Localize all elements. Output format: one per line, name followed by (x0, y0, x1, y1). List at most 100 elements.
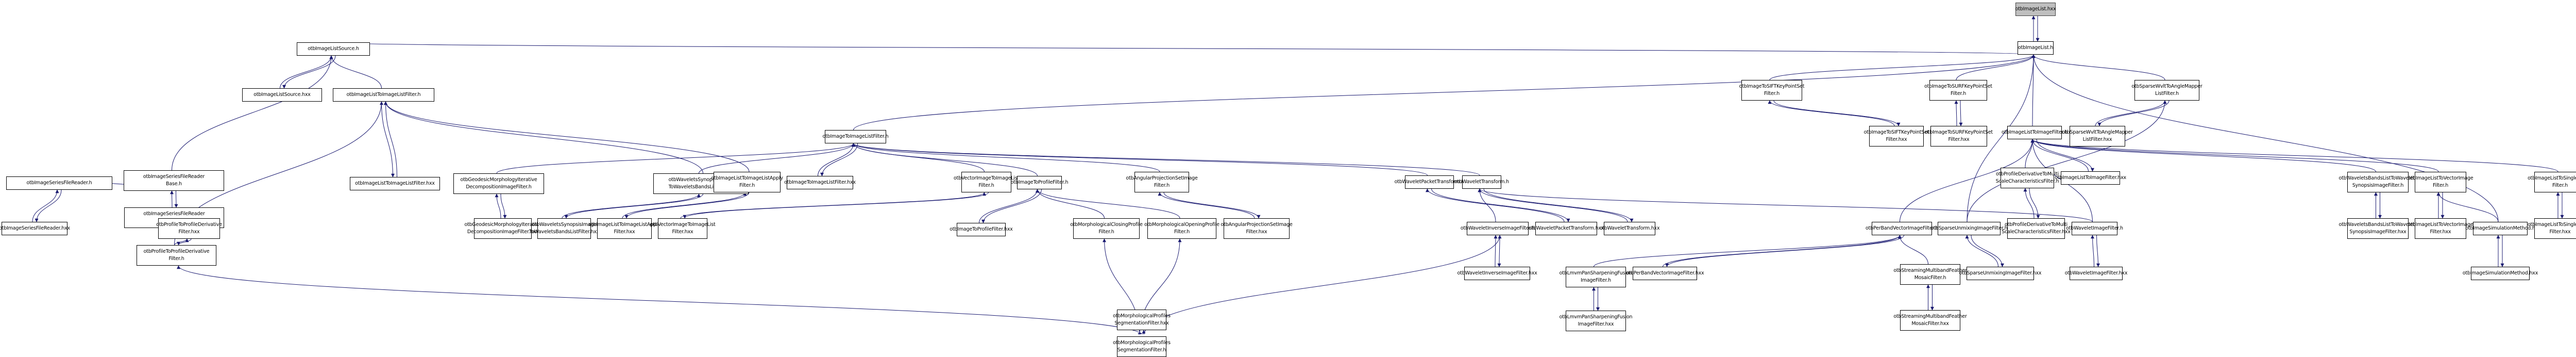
file-node[interactable]: otbImageToProfileFilter.h (1011, 176, 1068, 189)
file-node[interactable]: otbImageListToImageListFilter.h (333, 88, 434, 102)
file-node[interactable]: otbImageSeriesFileReader.hxx (0, 222, 70, 235)
include-edge (1898, 235, 1928, 265)
include-edge (384, 101, 397, 177)
file-node[interactable]: otbStreamingMultibandFeather MosaicFilte… (1893, 264, 1967, 285)
include-edge (177, 265, 1143, 334)
include-edge (2023, 188, 2035, 219)
file-node[interactable]: otbPerBandVectorImageFilter.hxx (1626, 267, 1704, 280)
file-node[interactable]: otbGeodesicMorphologyIterative Decomposi… (464, 218, 541, 239)
include-edge (496, 143, 855, 174)
include-edge (979, 189, 1039, 223)
file-node[interactable]: otbImageListToSingleImage Filter.hxx (2528, 218, 2576, 239)
file-node[interactable]: otbWaveletPacketTransform.h (1395, 175, 1465, 189)
include-edge (2436, 192, 2499, 222)
include-edge (2030, 139, 2089, 172)
include-edge (282, 55, 336, 89)
file-node[interactable]: otbVectorImageToImageList Filter.hxx (650, 218, 716, 239)
file-node[interactable]: otbImageListToImageListApply Filter.hxx (588, 218, 660, 239)
file-node[interactable]: otbGeodesicMorphologyIterative Decomposi… (453, 173, 544, 194)
file-node[interactable]: otbWaveletTransform.hxx (1600, 222, 1660, 235)
file-node[interactable]: otbLmvmPanSharpeningFusion ImageFilter.h… (1560, 311, 1633, 331)
file-node[interactable]: otbImageListSource.hxx (242, 88, 322, 102)
file-node[interactable]: otbImageListSource.h (297, 42, 370, 56)
file-node[interactable]: otbMorphologicalProfiles SegmentationFil… (1113, 336, 1171, 357)
file-node[interactable]: otbImageListToImageFilter.h (2002, 126, 2067, 139)
file-node[interactable]: otbSparseWvltToAngleMapper ListFilter.hx… (2062, 126, 2133, 147)
file-node[interactable]: otbWaveletImageFilter.hxx (2065, 267, 2127, 280)
include-edge (1483, 188, 1634, 222)
file-node[interactable]: otbImageListToSingleImage Filter.h (2528, 172, 2576, 192)
include-edge (2029, 188, 2040, 219)
file-node[interactable]: otbPerBandVectorImageFilter.h (1866, 222, 1938, 235)
include-edge (2031, 54, 2499, 222)
file-node[interactable]: otbWaveletsBandsListToWavelets SynopsisI… (2339, 172, 2417, 192)
include-edge (1036, 189, 1180, 219)
include-edge (2030, 139, 2376, 172)
file-node[interactable]: otbImageToImageListFilter.hxx (784, 176, 856, 189)
file-node[interactable]: otbWaveletsBandsListToWavelets SynopsisI… (2339, 218, 2417, 239)
root-file-node[interactable]: otbImageList.hxx (2015, 3, 2056, 16)
file-node[interactable]: otbWaveletInverseImageFilter.h (1461, 222, 1535, 235)
file-node[interactable]: otbImageToSIFTKeyPointSet Filter.hxx (1864, 126, 1929, 147)
file-node[interactable]: otbStreamingMultibandFeather MosaicFilte… (1893, 310, 1967, 331)
include-edge (331, 42, 2035, 55)
file-node[interactable]: otbAngularProjectionSetImage Filter.h (1126, 172, 1198, 192)
file-node[interactable]: otbLmvmPanSharpeningFusion ImageFilter.h (1560, 267, 1633, 287)
include-edge (852, 143, 985, 172)
file-node[interactable]: otbSparseWvltToAngleMapper ListFilter.h (2131, 80, 2202, 101)
include-edge (1959, 100, 1963, 126)
file-node[interactable]: otbImageToSURFKeyPointSet Filter.h (1924, 80, 1992, 101)
include-edge (495, 193, 501, 219)
include-edge (174, 190, 178, 208)
file-node[interactable]: otbWaveletPacketTransform.hxx (1529, 222, 1604, 235)
include-edge (1594, 235, 1902, 267)
file-node[interactable]: otbImageToSURFKeyPointSet Filter.hxx (1925, 126, 1993, 147)
include-edge (1900, 139, 2035, 222)
include-edge (32, 189, 59, 222)
include-dependency-graph: otbImageList.hxx otbImageList.h otbImageLi… (0, 3, 2576, 357)
file-node[interactable]: otbVectorImageToImageList Filter.h (954, 172, 1019, 192)
file-node[interactable]: otbMorphologicalProfiles SegmentationFil… (1113, 310, 1171, 330)
file-node[interactable]: otbWaveletImageFilter.h (2066, 222, 2123, 235)
include-edge (1967, 54, 2036, 222)
include-edge (853, 54, 2036, 131)
include-edge (172, 55, 333, 171)
include-edge (500, 193, 507, 219)
file-node[interactable]: otbSparseUnmixingImageFilter.h (1931, 222, 2008, 235)
file-node[interactable]: otbProfileDerivativeToMulti ScaleCharact… (1996, 168, 2059, 188)
edge-layer (32, 15, 2564, 334)
file-node[interactable]: otbWaveletTransform.h (1454, 175, 1509, 189)
file-node[interactable]: otbImageListToImageFilter.hxx (2055, 171, 2126, 185)
include-edge (2036, 139, 2094, 172)
file-node[interactable]: otbMorphologicalClosingProfile Filter.h (1070, 218, 1143, 239)
file-node[interactable]: otbProfileDerivativeToMulti ScaleCharact… (2002, 218, 2071, 239)
include-edge (384, 101, 750, 172)
file-node[interactable]: otbWaveletsSynopsisImage ToWaveletsBands… (529, 218, 599, 239)
file-node[interactable]: otbImageToSIFTKeyPointSet Filter.h (1739, 80, 1805, 101)
file-node[interactable]: otbSparseUnmixingImageFilter.hxx (1959, 267, 2042, 280)
file-node[interactable]: otbImageListToVectorImage Filter.hxx (2408, 218, 2473, 239)
include-edge (177, 238, 192, 246)
file-node[interactable]: otbProfileToProfileDerivative Filter.hxx (156, 218, 222, 239)
include-edge (1478, 188, 1496, 222)
include-edge (1954, 100, 1958, 126)
include-edge (1773, 100, 1901, 126)
file-node[interactable]: otbImageSimulationMethod.hxx (2463, 267, 2538, 280)
file-node[interactable]: otbImageToProfileFilter.hxx (950, 223, 1013, 236)
file-node[interactable]: otbImageListToImageListFilter.hxx (350, 177, 440, 190)
file-node[interactable]: otbImageSimulationMethod.h (2465, 222, 2535, 235)
file-node[interactable]: otbImageList.h (2018, 41, 2054, 55)
include-edge (2096, 235, 2100, 267)
file-node[interactable]: otbImageSeriesFileReader Base.h (124, 170, 224, 191)
include-edge (820, 143, 858, 176)
include-edge (174, 238, 189, 246)
file-node[interactable]: otbAngularProjectionSetImage Filter.hxx (1221, 218, 1293, 239)
file-node[interactable]: otbImageListToImageListApply Filter.h (711, 172, 783, 192)
file-node[interactable]: otbImageSeriesFileReader.h (6, 176, 112, 190)
include-edge (562, 193, 701, 219)
file-node[interactable]: otbMorphologicalOpeningProfile Filter.h (1144, 218, 1219, 239)
file-node[interactable]: otbImageToImageListFilter.h (823, 130, 889, 143)
file-node[interactable]: otbWaveletInverseImageFilter.hxx (1457, 267, 1537, 280)
file-node[interactable]: otbImageListToVectorImage Filter.h (2408, 172, 2473, 192)
file-node[interactable]: otbProfileToProfileDerivative Filter.h (137, 245, 216, 266)
